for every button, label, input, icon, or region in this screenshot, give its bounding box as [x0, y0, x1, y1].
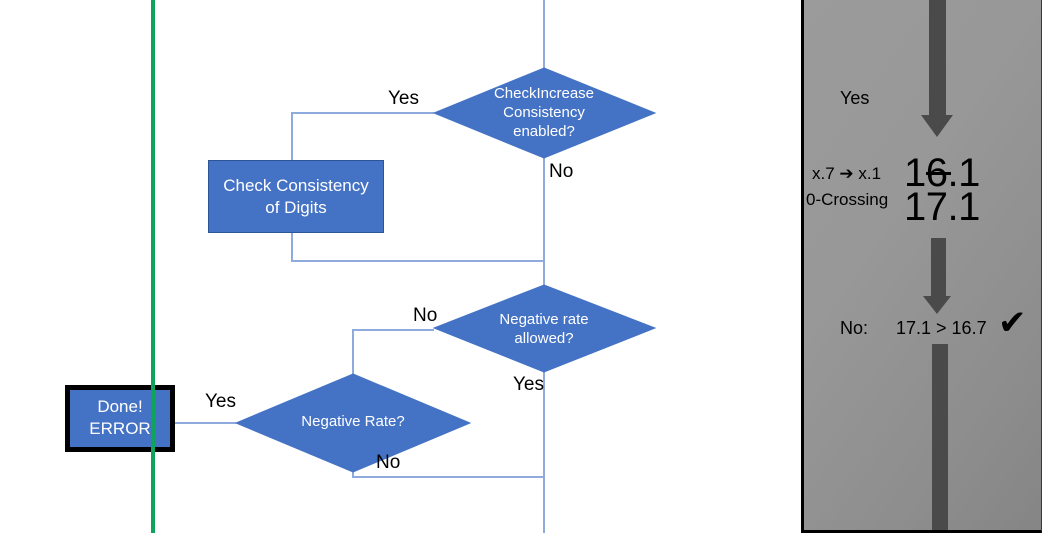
- panel-value-struck: 16.1: [904, 153, 1041, 193]
- decision-negative-rate[interactable]: [234, 373, 472, 473]
- edge-label-d2-yes: Yes: [513, 374, 544, 395]
- edge-label-d2-no: No: [413, 305, 438, 326]
- edge-label-d1-yes: Yes: [388, 88, 419, 109]
- connector-group: [175, 0, 545, 533]
- edge-label-d3-yes: Yes: [205, 391, 236, 412]
- panel-arrow-1-head: [921, 115, 953, 137]
- flowchart-region: CheckIncrease Consistency enabled? Negat…: [65, 0, 657, 533]
- edge-label-d1-no: No: [549, 161, 574, 182]
- panel-value-strikethrough-bar: [926, 172, 951, 175]
- panel-check-icon: ✔: [998, 303, 1027, 343]
- panel-arrow-1-shaft: [929, 0, 946, 121]
- connector-d3-no: [352, 472, 544, 478]
- flowchart-connectors-and-shapes: [175, 0, 657, 533]
- terminator-done-error[interactable]: Done! ERROR: [65, 385, 175, 452]
- panel-rule-line-2: 0-Crossing: [806, 190, 889, 209]
- connector-d2-no: [352, 329, 434, 374]
- panel-comparison: 17.1 > 16.7: [896, 318, 987, 338]
- edge-label-d3-no: No: [376, 452, 401, 473]
- panel-decision-prefix: No:: [840, 318, 869, 338]
- process-check-consistency-of-digits-label: Check Consistency of Digits: [223, 175, 369, 217]
- panel-arrow-2-head: [923, 296, 951, 314]
- connector-box-return: [291, 232, 544, 262]
- panel-yes-label: Yes: [840, 88, 870, 108]
- panel-rule-line-1: x.7 ➔ x.1: [812, 164, 882, 183]
- process-check-consistency-of-digits[interactable]: Check Consistency of Digits: [208, 160, 384, 233]
- decision-negative-rate-allowed[interactable]: [432, 284, 657, 373]
- green-divider-line: [151, 0, 155, 533]
- panel-arrow-3-shaft: [932, 344, 948, 530]
- connector-d1-yes: [291, 112, 434, 160]
- annotation-panel: Yes x.7 ➔ x.1 0-Crossing 16.1 17.1 No: 1…: [801, 0, 1042, 533]
- terminator-done-error-label: Done! ERROR: [89, 396, 151, 439]
- decision-check-increase-consistency[interactable]: [432, 67, 657, 159]
- panel-value-current: 17.1: [904, 185, 980, 229]
- panel-arrow-2-shaft: [931, 238, 946, 300]
